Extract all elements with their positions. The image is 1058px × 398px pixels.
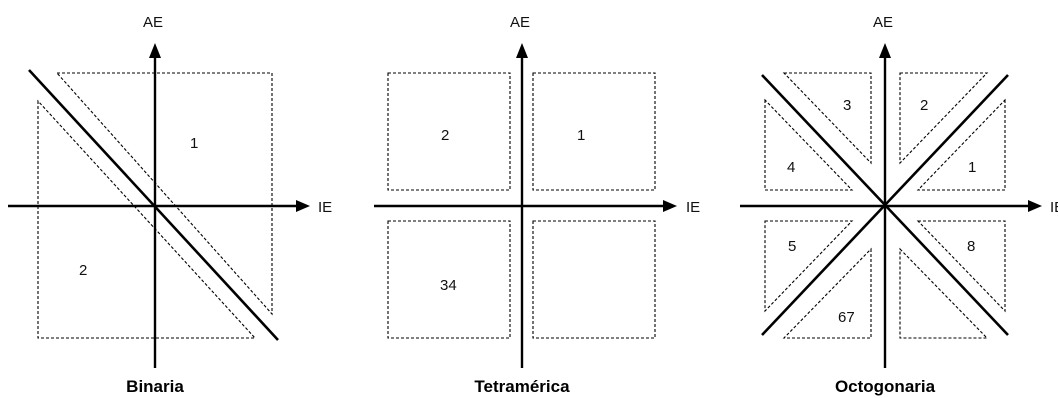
panel-octogonaria: AE IE 1 2 3 4 5 67 8 Octogonaria: [740, 14, 1058, 396]
y-axis-label: AE: [143, 14, 163, 31]
region-5-outline: [764, 220, 854, 313]
panel-binaria: AE IE 1 2 Binaria: [8, 14, 332, 396]
region-4-outline: [764, 98, 854, 191]
panel-caption: Octogonaria: [835, 377, 936, 396]
region-1-outline: [55, 72, 273, 316]
panel-caption: Tetramérica: [474, 377, 570, 396]
region-67-outline: [782, 247, 872, 339]
region-empty-outline: [899, 247, 989, 339]
x-axis-label: IE: [1050, 199, 1058, 216]
x-axis-label: IE: [318, 199, 332, 216]
region-2-outline: [387, 72, 511, 191]
region-label: 5: [788, 238, 796, 255]
x-axis-arrow-icon: [663, 200, 677, 212]
region-label: 2: [920, 97, 928, 114]
y-axis-label: AE: [873, 14, 893, 31]
panel-tetramerica: AE IE 1 2 34 Tetramérica: [374, 14, 700, 396]
x-axis-arrow-icon: [296, 200, 310, 212]
x-axis-label: IE: [686, 199, 700, 216]
y-axis-arrow-icon: [516, 43, 528, 58]
region-2-outline: [37, 99, 257, 339]
region-3-outline: [782, 72, 872, 165]
region-label: 1: [577, 127, 585, 144]
region-1-outline: [916, 98, 1006, 191]
region-label: 1: [190, 135, 198, 152]
region-34-outline: [387, 220, 511, 339]
region-label: 3: [843, 97, 851, 114]
region-label: 1: [968, 159, 976, 176]
region-2-outline: [899, 72, 989, 165]
region-1-outline: [532, 72, 656, 191]
region-label: 2: [79, 262, 87, 279]
region-empty-outline: [532, 220, 656, 339]
region-label: 8: [967, 238, 975, 255]
y-axis-arrow-icon: [879, 43, 891, 58]
panel-caption: Binaria: [126, 377, 184, 396]
region-label: 4: [787, 159, 795, 176]
region-label: 34: [440, 277, 457, 294]
region-label: 67: [838, 309, 855, 326]
y-axis-label: AE: [510, 14, 530, 31]
y-axis-arrow-icon: [149, 43, 161, 58]
region-8-outline: [916, 220, 1006, 313]
x-axis-arrow-icon: [1028, 200, 1042, 212]
region-label: 2: [441, 127, 449, 144]
